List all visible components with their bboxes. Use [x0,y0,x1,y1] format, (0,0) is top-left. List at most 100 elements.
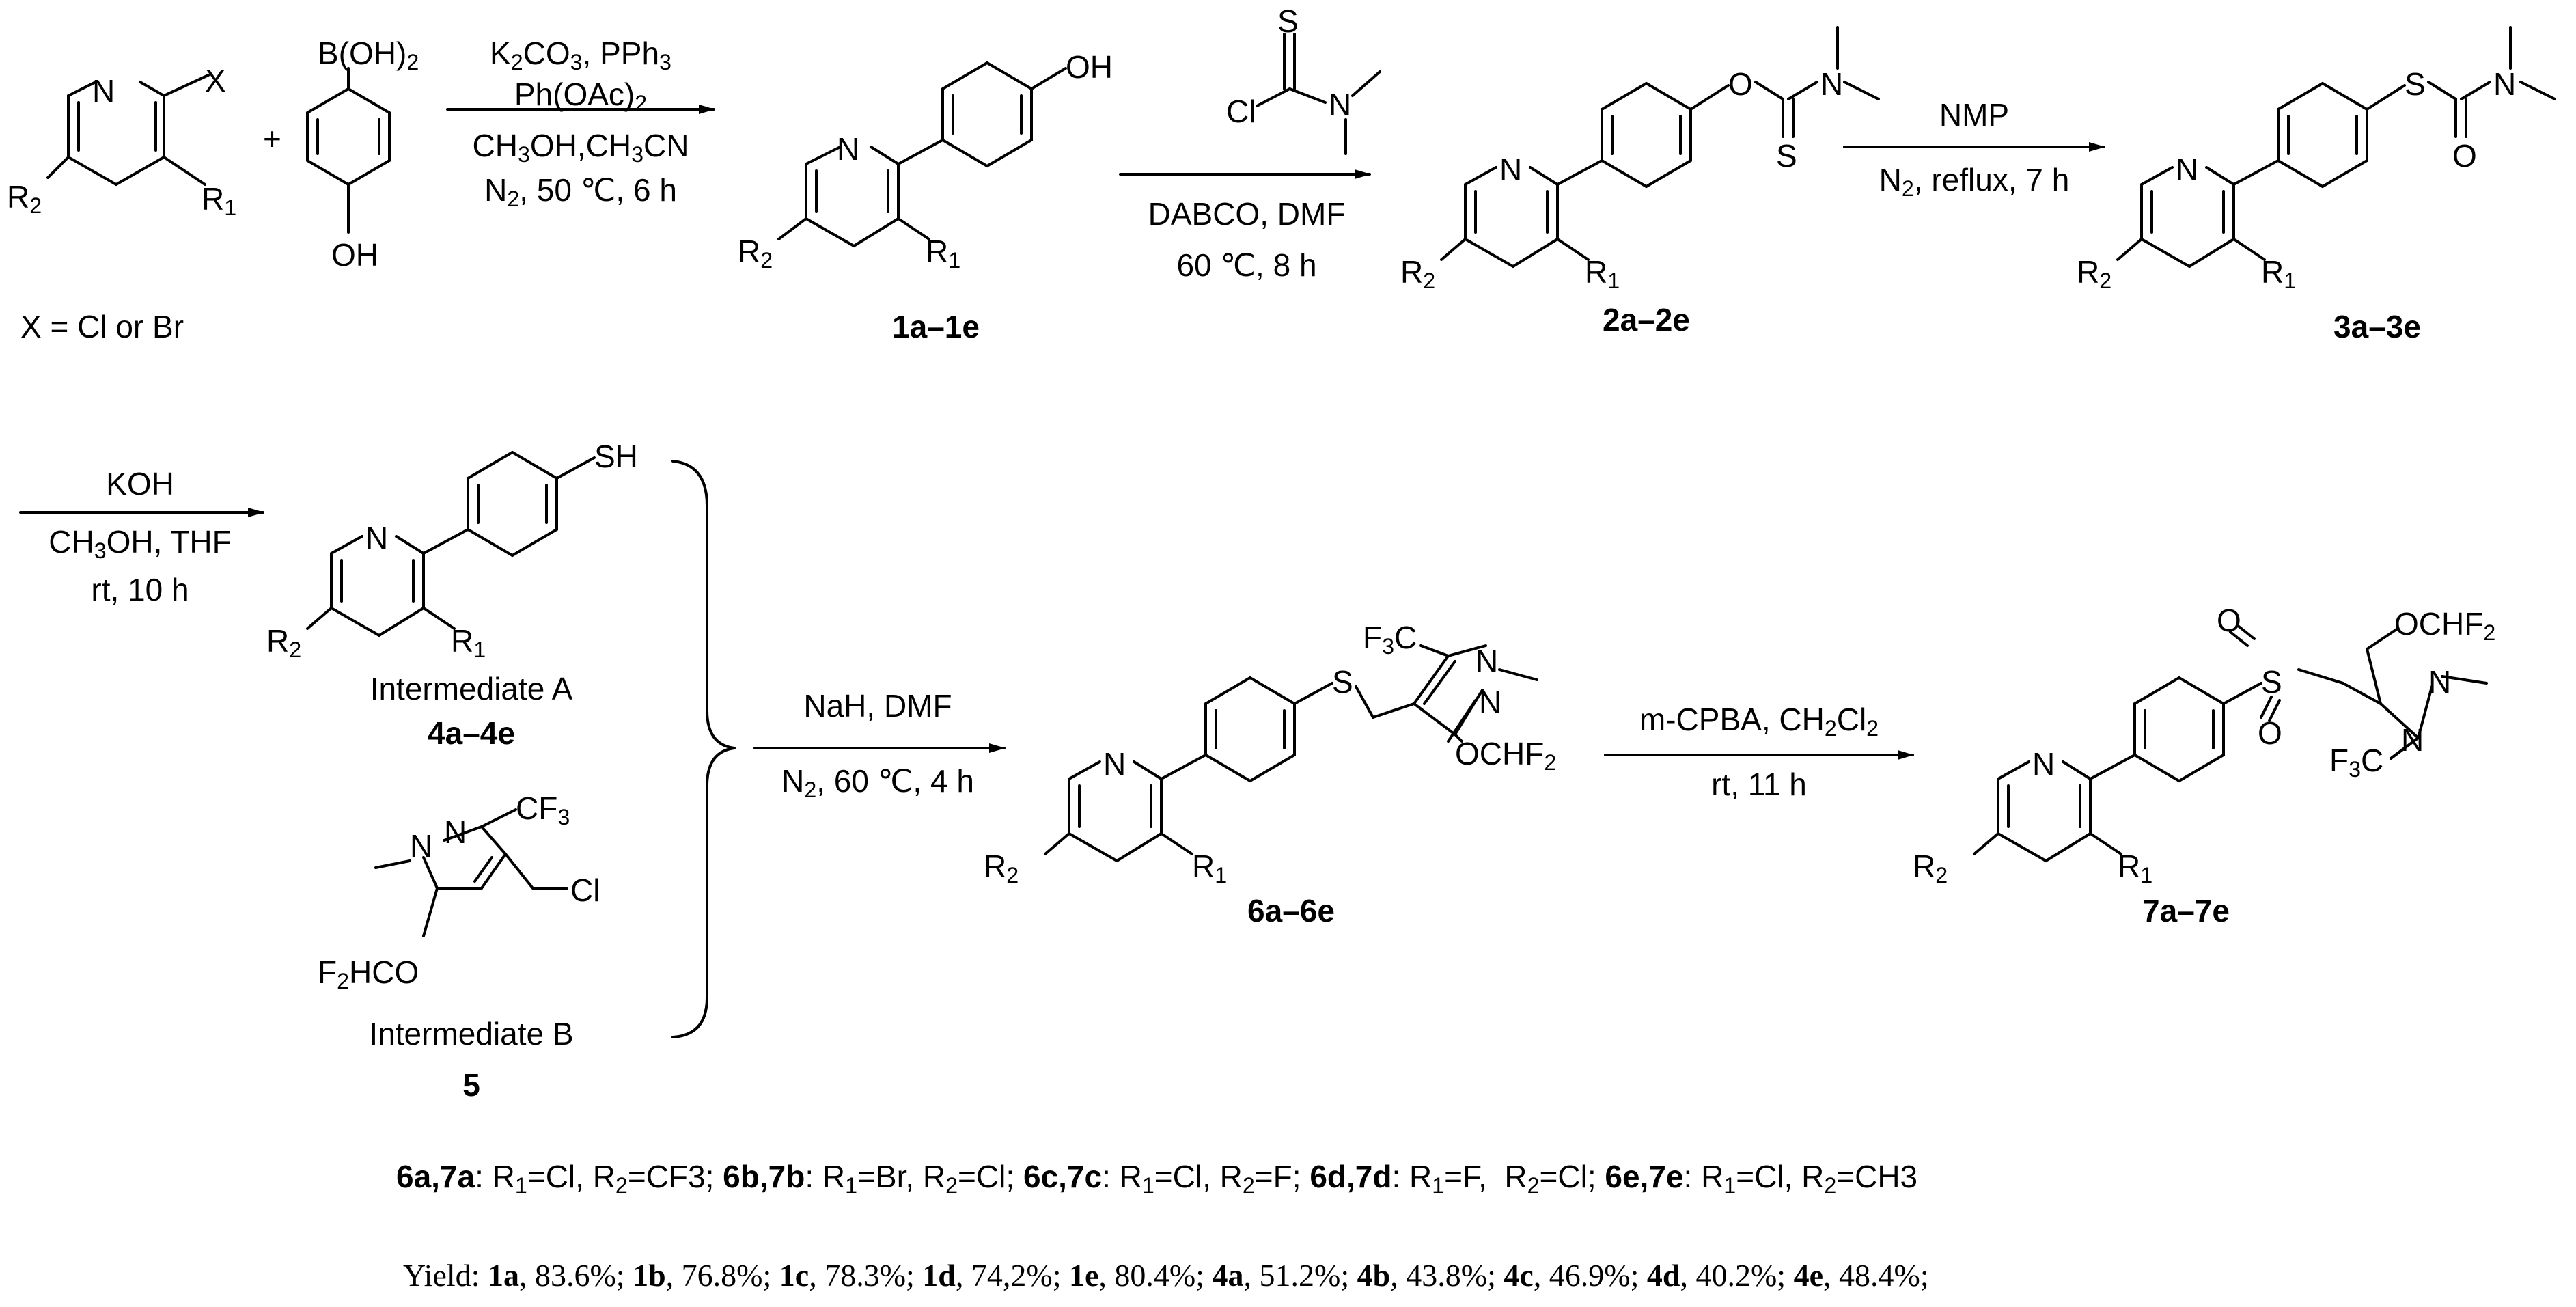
atom-label: F3C [1363,620,1417,659]
subst-ids: 6e,7e [1605,1159,1684,1194]
halide-note: X = Cl or Br [20,309,184,344]
atom-label: Cl [1226,94,1256,129]
compound-label-5: 5 [462,1067,480,1103]
atom-label: SH [594,439,638,474]
yield-id: 4e [1793,1258,1823,1293]
atom-label: S [2261,664,2282,700]
atom-label: R2 [984,849,1019,888]
atom-label: Cl [570,872,600,908]
subst-ids: 6b,7b [723,1159,805,1194]
atom-label: R2 [738,234,773,273]
step-2-condition: 60 ℃, 8 h [1176,247,1317,283]
atom-label: OH [1066,49,1113,85]
atom-label: OCHF2 [2394,606,2496,646]
atom-label: OCHF2 [1455,736,1557,775]
compound-7-structure [1973,624,2488,862]
step-3-condition: N2, reflux, 7 h [1879,162,2070,202]
yield-id: 1a [487,1258,519,1293]
step-1-condition: CH3OH,CH3CN [472,128,689,167]
subst-r1: Cl [545,1159,576,1194]
atom-label: O [2258,715,2282,751]
atom-label: X [205,63,226,98]
step-4-condition: CH3OH, THF [49,524,232,564]
atom-label: N [92,73,115,109]
atom-label: R1 [2118,849,2153,888]
compound-label-2: 2a–2e [1603,302,1690,338]
yield-label: Yield: [403,1258,480,1293]
compound-label-6: 6a–6e [1247,893,1335,928]
atom-label: O [2452,138,2477,174]
yield-id: 4c [1504,1258,1534,1293]
step-1-condition: Ph(OAc)2 [514,77,648,116]
yield-id: 1b [633,1258,666,1293]
yield-id: 1d [922,1258,956,1293]
atom-label: N [365,521,389,556]
atom-label: N [2493,66,2517,102]
yield-value: 76.8% [681,1258,763,1293]
yield-value: 48.4% [1839,1258,1920,1293]
substituent-legend: 6a,7a: R1=Cl, R2=CF3; 6b,7b: R1=Br, R2=C… [396,1159,1918,1198]
subst-r2: CF3 [646,1159,706,1194]
thiocarbamoyl-chloride-structure [1256,33,1381,155]
atom-label: R1 [926,234,961,273]
atom-label: R2 [2077,254,2112,294]
atom-label: N [444,814,467,850]
yield-id: 4d [1646,1258,1680,1293]
compound-label-3: 3a–3e [2333,309,2421,344]
step-5-condition: N2, 60 ℃, 4 h [781,763,974,803]
yield-value: 74,2% [971,1258,1053,1293]
atom-label: R2 [1400,254,1436,294]
atom-label: N [2401,722,2424,758]
atom-label: N [1479,685,1502,720]
step-2-condition: DABCO, DMF [1148,196,1346,232]
yield-value: 80.4% [1114,1258,1196,1293]
subst-r2: Cl [1557,1159,1588,1194]
atom-label: R1 [451,623,486,663]
atom-label: B(OH)2 [318,36,419,75]
atom-label: N [410,828,433,864]
step-3-condition: NMP [1939,97,2010,133]
subst-r2: CH3 [1855,1159,1918,1194]
atom-label: CF3 [516,790,570,830]
subst-r1: Cl [1172,1159,1203,1194]
step-1-condition: K2CO3, PPh3 [490,36,671,75]
step-6-condition: m-CPBA, CH2Cl2 [1639,702,1879,741]
step-4-condition: rt, 10 h [91,572,189,607]
yield-value: 43.8% [1406,1258,1488,1293]
atom-label: N [2032,746,2055,782]
yield-id: 4b [1357,1258,1391,1293]
compound-3-structure [2116,26,2556,268]
yield-id: 1e [1069,1258,1099,1293]
atom-label: N [1476,644,1499,679]
yield-value: 40.2% [1695,1258,1777,1293]
intermediate-a-label: Intermediate A [370,671,573,706]
subst-r1: F [1463,1159,1479,1194]
atom-label: R1 [1192,849,1228,888]
subst-r2: F [1273,1159,1292,1194]
atom-label: S [1776,138,1797,174]
yield-line: Yield: 1a, 83.6%; 1b, 76.8%; 1c, 78.3%; … [403,1258,1929,1293]
atom-label: N [837,131,860,167]
atom-label: R1 [202,181,237,221]
atom-label: F3C [2329,743,2384,782]
atom-label: R1 [1585,254,1620,294]
compound-5-structure [374,808,568,937]
atom-label: R2 [1913,849,1948,888]
atom-label: OH [331,237,378,273]
yield-id: 1c [779,1258,809,1293]
subst-r2: Cl [975,1159,1006,1194]
step-1-condition: N2, 50 ℃, 6 h [484,172,677,212]
compound-1-structure [777,61,1067,247]
atom-label: N [1103,746,1126,782]
yield-value: 78.3% [825,1258,906,1293]
subst-r1: Br [875,1159,906,1194]
atom-label: R1 [2261,254,2297,294]
compound-label-1: 1a–1e [892,309,980,344]
atom-label: F2HCO [318,954,419,994]
atom-label: R2 [7,179,42,219]
subst-r1: Cl [1754,1159,1784,1194]
atom-label: S [1277,3,1299,39]
subst-ids: 6d,7d [1310,1159,1392,1194]
compound-label-7: 7a–7e [2142,893,2230,928]
atom-label: N [2428,664,2452,700]
